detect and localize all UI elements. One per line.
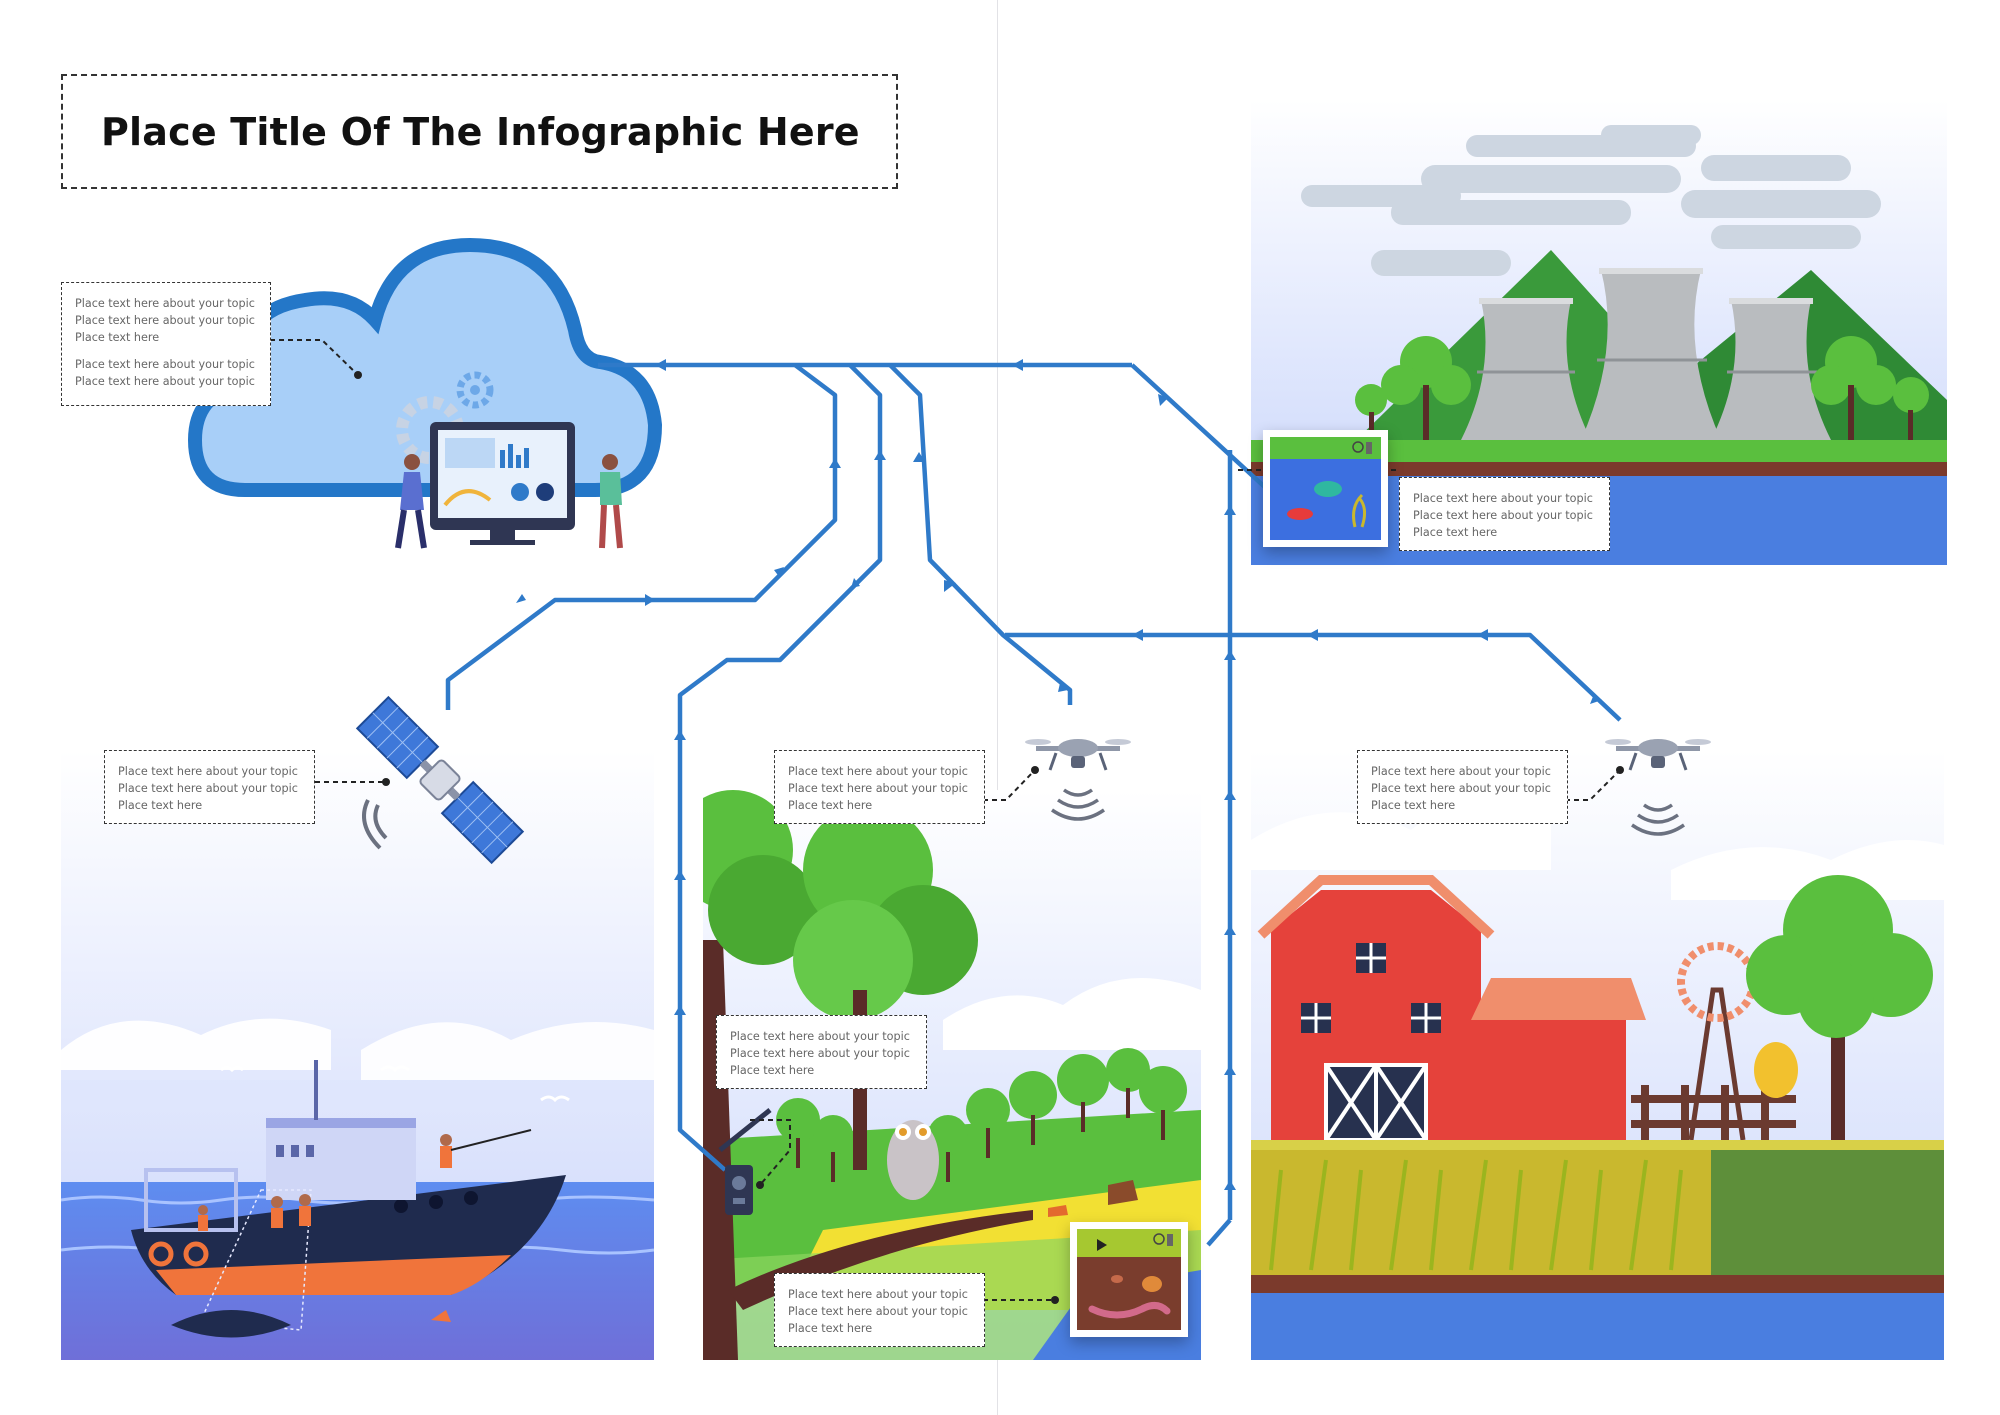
note-line: Place text here about your topic xyxy=(730,1030,910,1043)
note-line: Place text here about your topic xyxy=(1413,509,1593,522)
gear-icon xyxy=(456,371,494,409)
note-line: Place text here about your topic xyxy=(118,765,298,778)
note-satellite: Place text here about your topic Place t… xyxy=(104,750,315,824)
water-inset xyxy=(1263,430,1388,547)
signal-waves-icon xyxy=(362,799,388,850)
note-line: Place text here about your topic xyxy=(75,358,255,371)
note-line: Place text here about your topic xyxy=(788,765,968,778)
note-line: Place text here xyxy=(1413,526,1498,539)
note-line: Place text here about your topic xyxy=(788,1288,968,1301)
note-line: Place text here xyxy=(1371,799,1456,812)
note-line: Place text here about your topic xyxy=(1371,782,1551,795)
note-camera-trap: Place text here about your topic Place t… xyxy=(716,1015,927,1089)
note-line: Place text here xyxy=(788,1322,873,1335)
dashboard-monitor-icon xyxy=(430,422,575,545)
note-drone-farm: Place text here about your topic Place t… xyxy=(1357,750,1568,824)
note-water-quality: Place text here about your topic Place t… xyxy=(1399,477,1610,551)
fishing-scene xyxy=(61,750,654,1360)
note-line: Place text here about your topic xyxy=(788,782,968,795)
note-line: Place text here about your topic xyxy=(788,1305,968,1318)
page-fold-line xyxy=(997,0,998,1415)
note-line: Place text here about your topic xyxy=(730,1047,910,1060)
farm-scene xyxy=(1251,750,1944,1360)
camera-trap-icon xyxy=(718,1108,772,1215)
power-plant-scene xyxy=(1251,100,1947,565)
person-icon xyxy=(599,454,623,549)
note-cloud: Place text here about your topic Place t… xyxy=(61,282,271,406)
note-line: Place text here about your topic xyxy=(118,782,298,795)
drone-icon xyxy=(1025,739,1131,771)
person-icon xyxy=(395,454,427,549)
note-line: Place text here about your topic xyxy=(1413,492,1593,505)
note-line: Place text here about your topic xyxy=(75,375,255,388)
note-line: Place text here xyxy=(788,799,873,812)
note-line: Place text here xyxy=(118,799,203,812)
signal-waves-icon xyxy=(1631,803,1685,836)
signal-waves-icon xyxy=(1051,788,1105,821)
note-soil: Place text here about your topic Place t… xyxy=(774,1273,985,1347)
note-drone-forest: Place text here about your topic Place t… xyxy=(774,750,985,824)
satellite-icon xyxy=(355,695,525,865)
note-line: Place text here xyxy=(730,1064,815,1077)
note-line: Place text here xyxy=(75,331,160,344)
drone-icon xyxy=(1605,739,1711,771)
note-line: Place text here about your topic xyxy=(1371,765,1551,778)
note-line: Place text here about your topic xyxy=(75,314,255,327)
leader-dots xyxy=(354,371,1624,1304)
page-title: Place Title Of The Infographic Here xyxy=(101,109,860,154)
note-line: Place text here about your topic xyxy=(75,297,255,310)
flow-arrows xyxy=(516,359,1602,1190)
title-box: Place Title Of The Infographic Here xyxy=(61,74,898,189)
soil-inset xyxy=(1070,1222,1188,1337)
